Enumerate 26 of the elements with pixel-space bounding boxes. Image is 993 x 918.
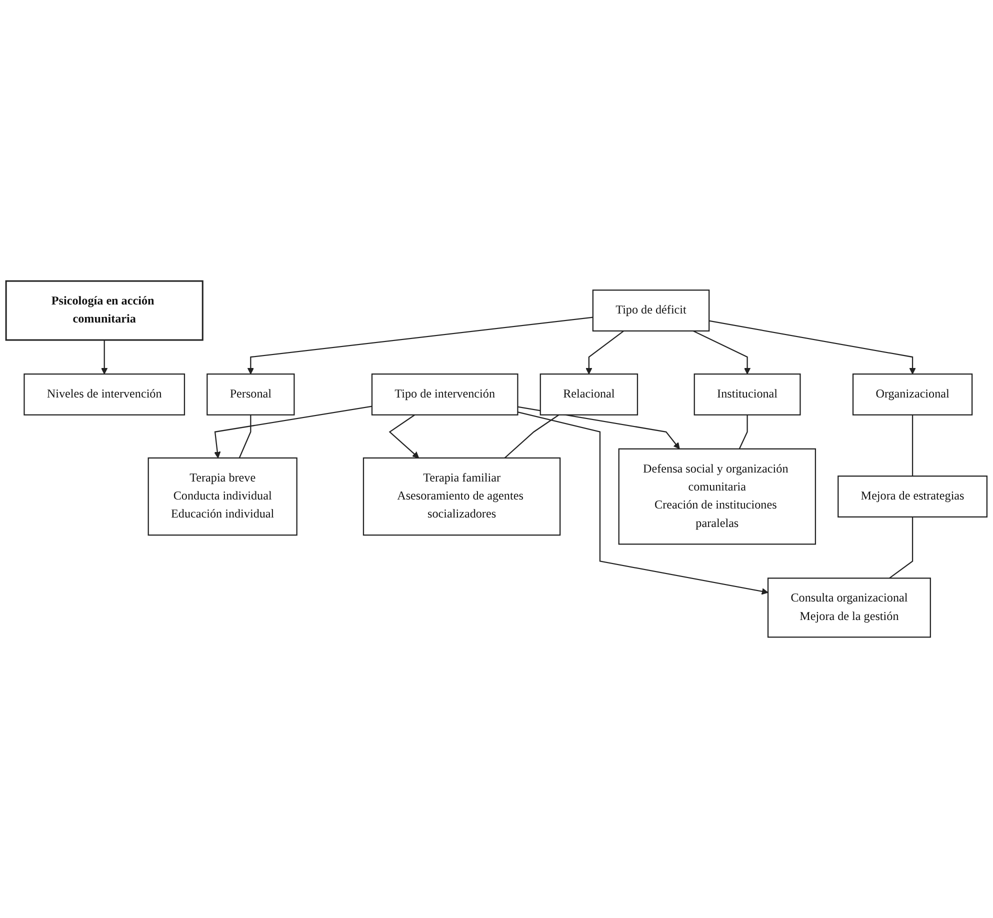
connector — [738, 414, 748, 450]
node-box: Consulta organizacional Mejora de la gestión — [767, 578, 931, 638]
node-box: Psicología en acción comunitaria — [5, 280, 204, 341]
arrow — [101, 340, 108, 374]
node-box: Institucional — [694, 373, 801, 416]
arrow — [518, 411, 768, 595]
arrow — [693, 330, 751, 374]
node-box: Defensa social y organización comunitaria Creación de instituciones paralelas — [618, 448, 816, 545]
node-box: Terapia familiar Asesoramiento de agentes socializadores — [362, 457, 561, 536]
arrow — [388, 414, 420, 458]
node-box: Tipo de intervención — [371, 373, 518, 416]
connector — [912, 414, 914, 476]
arrow — [247, 316, 593, 374]
node-box: Tipo de déficit — [592, 289, 710, 332]
node-box: Terapia breve Conducta individual Educación individual — [148, 457, 298, 536]
node-box: Niveles de intervención — [24, 373, 186, 416]
connector — [504, 414, 560, 458]
node-box: Relacional — [540, 373, 638, 416]
connector — [889, 516, 914, 579]
node-box: Organizacional — [852, 373, 973, 416]
arrow — [214, 406, 372, 458]
arrow — [708, 320, 916, 374]
arrow — [586, 330, 624, 374]
node-box: Mejora de estrategias — [838, 475, 988, 518]
connector — [238, 414, 252, 458]
node-box: Personal — [206, 373, 295, 416]
